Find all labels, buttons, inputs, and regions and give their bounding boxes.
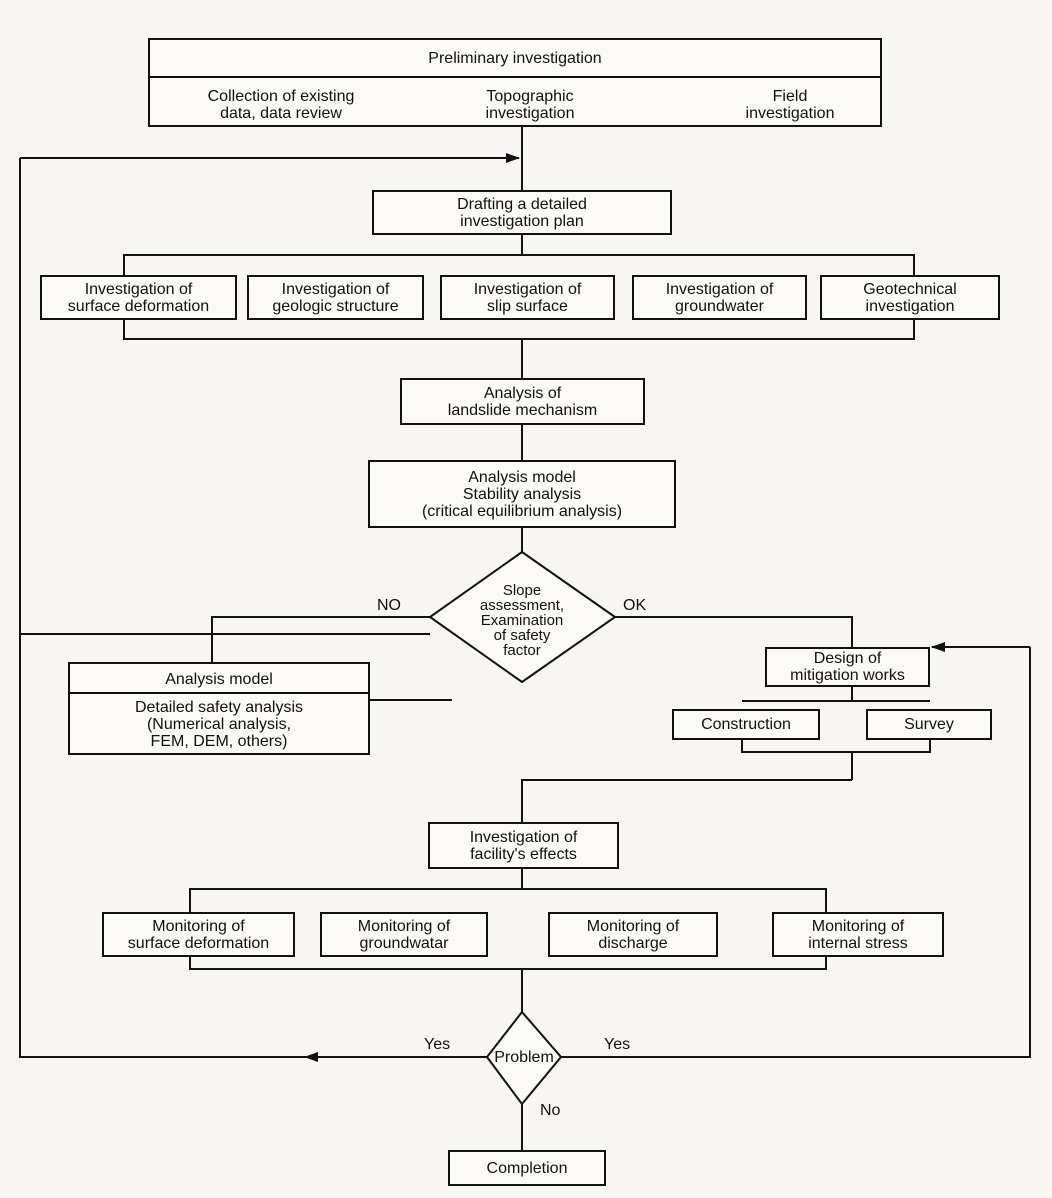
geotechnical-investigation: Geotechnical investigation [820, 275, 1000, 320]
monitoring-groundwater: Monitoring of groundwatar [320, 912, 488, 957]
connector [521, 779, 852, 822]
connector-yes-right [561, 647, 1031, 1058]
landslide-mechanism-box: Analysis of landslide mechanism [400, 378, 645, 425]
connector-no [211, 616, 430, 662]
label-no: NO [377, 597, 401, 614]
detailed-model-title: Analysis model [165, 671, 273, 688]
loop-left [19, 158, 430, 635]
investigation-groundwater: Investigation of groundwater [632, 275, 807, 320]
label-ok: OK [623, 597, 647, 614]
stability-analysis-box: Analysis model Stability analysis (criti… [368, 460, 676, 528]
label-yes-right: Yes [604, 1036, 631, 1053]
completion-box: Completion [448, 1150, 606, 1186]
preliminary-item-field: Field investigation [745, 88, 835, 122]
monitoring-internal-stress: Monitoring of internal stress [772, 912, 944, 957]
investigation-surface-deformation: Investigation of surface deformation [40, 275, 237, 320]
detailed-analysis-model-box: Analysis model Detailed safety analysis … [68, 662, 370, 755]
label-no-down: No [540, 1102, 561, 1119]
decision-slope-text: Slope assessment, Examination of safety … [479, 582, 565, 659]
facility-effects-box: Investigation of facility's effects [428, 822, 619, 869]
decision-diamond-problem [485, 1010, 563, 1106]
investigation-slip-surface: Investigation of slip surface [440, 275, 615, 320]
construction-box: Construction [672, 709, 820, 740]
preliminary-item-existing-data: Collection of existing data, data review [207, 88, 355, 122]
preliminary-title: Preliminary investigation [428, 50, 602, 67]
drafting-plan-box: Drafting a detailed investigation plan [372, 190, 672, 235]
connector-ok [615, 616, 853, 647]
decision-diamond-slope [428, 550, 617, 684]
mitigation-design-box: Design of mitigation works [765, 647, 930, 687]
label-yes-left: Yes [424, 1036, 451, 1053]
monitoring-surface-deformation: Monitoring of surface deformation [102, 912, 295, 957]
monitoring-discharge: Monitoring of discharge [548, 912, 718, 957]
decision-problem-text: Problem [494, 1049, 554, 1066]
survey-box: Survey [866, 709, 992, 740]
connector [741, 740, 931, 753]
preliminary-item-topographic: Topographic investigation [485, 88, 575, 122]
investigation-geologic-structure: Investigation of geologic structure [247, 275, 424, 320]
preliminary-investigation-box: Preliminary investigation Collection of … [148, 38, 882, 127]
detailed-model-body: Detailed safety analysis (Numerical anal… [134, 699, 304, 750]
